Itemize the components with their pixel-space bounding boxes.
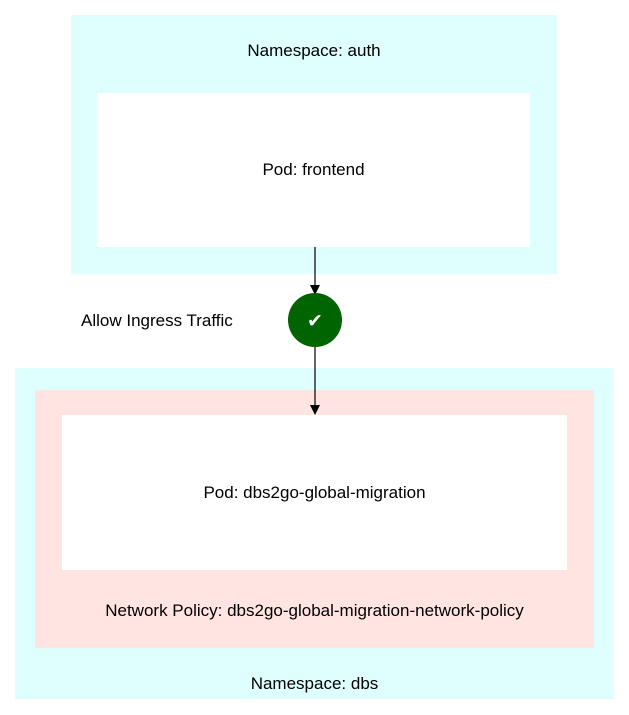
network-policy-label: Network Policy: dbs2go-global-migration-… bbox=[105, 601, 524, 620]
decision-node[interactable] bbox=[288, 293, 342, 347]
namespace-dbs-label: Namespace: dbs bbox=[250, 674, 379, 693]
namespace-auth-label: Namespace: auth bbox=[247, 41, 381, 60]
checkmark-icon: ✔ bbox=[307, 310, 323, 332]
pod-frontend-node[interactable]: Pod: frontend bbox=[97, 93, 530, 247]
pod-dbs2go-global-migration-label: Pod: dbs2go-global-migration bbox=[203, 482, 426, 502]
edge-label-allow-ingress: Allow Ingress Traffic bbox=[81, 311, 233, 330]
pod-frontend-label: Pod: frontend bbox=[262, 160, 365, 179]
pod-dbs2go-global-migration-node[interactable]: Pod: dbs2go-global-migration bbox=[62, 415, 567, 570]
